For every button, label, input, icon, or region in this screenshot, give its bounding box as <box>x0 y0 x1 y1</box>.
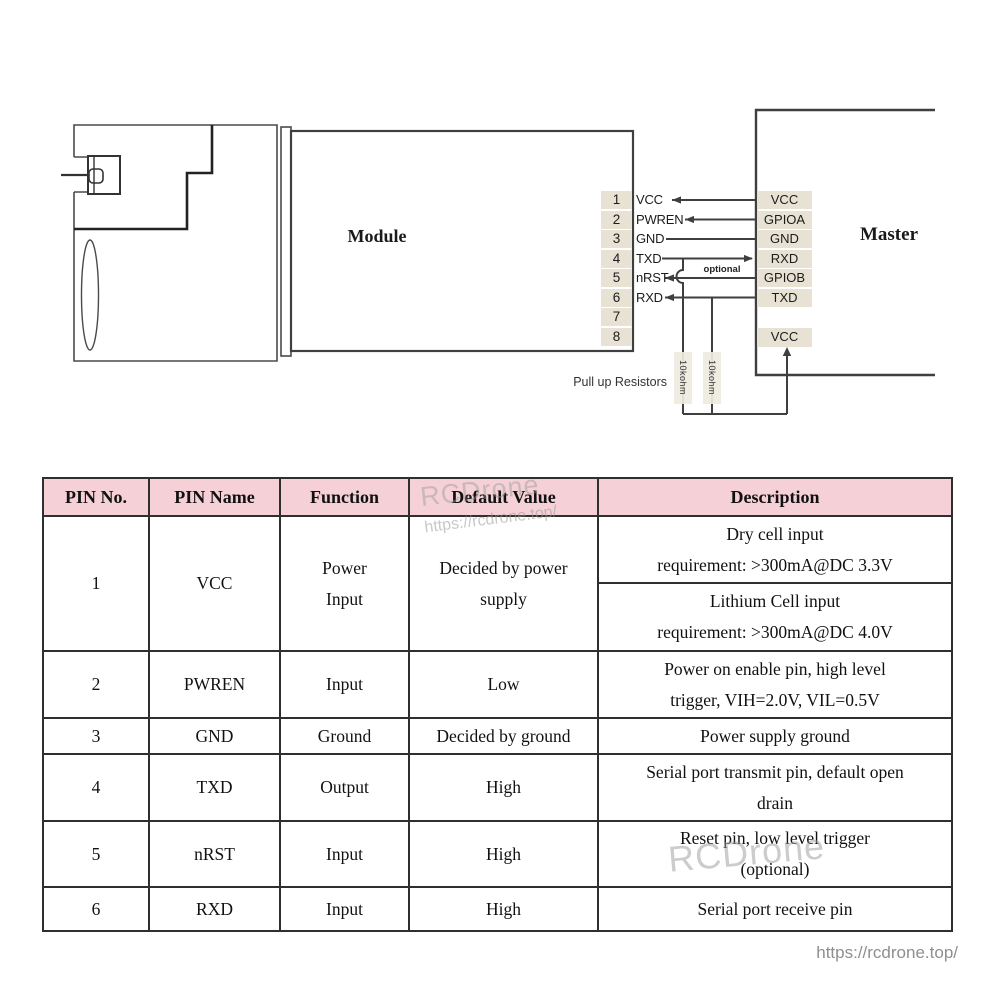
header-pin-name: PIN Name <box>148 477 281 517</box>
master-pin-gpioa: GPIOA <box>757 210 812 229</box>
cell-pin: 4 <box>42 753 150 822</box>
cell-pin: 2 <box>42 650 150 719</box>
optional-label: optional <box>703 264 741 275</box>
module-pin-name-gnd: GND <box>636 231 665 246</box>
plug-outline <box>87 155 121 195</box>
module-pin-number-8: 8 <box>601 327 632 346</box>
watermark-url-footer: https://rcdrone.top/ <box>816 943 958 962</box>
resistor-value-2: 10kohm <box>703 352 721 404</box>
cell-default: Decided by ground <box>408 717 599 755</box>
module-pin-name-txd: TXD <box>636 250 662 266</box>
cell-default: Decided by power supply <box>408 515 599 652</box>
module-label: Module <box>347 226 407 246</box>
cell-description: Serial port transmit pin, default open d… <box>597 753 953 822</box>
arrow-right-txd <box>744 254 753 263</box>
master-vcc-supply: VCC <box>757 327 812 347</box>
master-box <box>754 108 935 377</box>
header-function: Function <box>279 477 410 517</box>
plug-latch <box>88 168 104 184</box>
module-pin-number-7: 7 <box>601 308 632 326</box>
cell-default: High <box>408 753 599 822</box>
table-row: 6 RXD Input High Serial port receive pin <box>42 886 953 932</box>
module-pin-name-rxd: RXD <box>636 289 663 305</box>
table-row: 1 VCC Power Input Decided by power suppl… <box>42 515 953 652</box>
cell-name: nRST <box>148 820 281 888</box>
cell-default: Low <box>408 650 599 719</box>
arrow-up-vcc <box>782 347 792 356</box>
header-pin-no: PIN No. <box>42 477 150 517</box>
cell-name: TXD <box>148 753 281 822</box>
module-box <box>289 129 635 353</box>
arrow-left-nrst <box>665 274 674 282</box>
cell-pin: 3 <box>42 717 150 755</box>
module-pin-number-4: 4 <box>601 249 632 268</box>
table-row: Lithium Cell input requirement: >300mA@D… <box>43 582 953 652</box>
cell-function: Input <box>279 650 410 719</box>
module-pin-number-5: 5 <box>601 269 632 287</box>
cell-description: Power on enable pin, high level trigger,… <box>597 650 953 719</box>
arrow-left-rxd <box>665 293 674 302</box>
module-pin-name-vcc: VCC <box>636 192 663 207</box>
cell-function: Power Input <box>279 515 410 652</box>
cell-description: Dry cell input requirement: >300mA@DC 3.… <box>597 515 953 584</box>
pullup-resistors-label: Pull up Resistors <box>573 375 667 389</box>
module-pin-name-nrst: nRST <box>636 270 669 285</box>
table-row: 2 PWREN Input Low Power on enable pin, h… <box>42 650 953 719</box>
cell-pin: 6 <box>42 886 150 932</box>
cell-name: PWREN <box>148 650 281 719</box>
pullup-line-1 <box>675 258 684 414</box>
arrow-left-vcc <box>672 196 681 204</box>
master-pin-vcc: VCC <box>757 191 812 209</box>
sensor-body-outline <box>73 124 278 362</box>
sensor-notch <box>74 156 88 193</box>
resistor-value-1: 10kohm <box>674 352 692 404</box>
cell-name: RXD <box>148 886 281 932</box>
module-pin-number-2: 2 <box>601 210 632 229</box>
module-pin-number-6: 6 <box>601 288 632 307</box>
arrow-left-pwren <box>685 215 694 224</box>
table-row: 5 nRST Input High Reset pin, low level t… <box>42 820 953 888</box>
sensor-step-line <box>74 125 214 231</box>
cell-default: High <box>408 886 599 932</box>
master-pin-gpiob: GPIOB <box>757 269 812 287</box>
table-row: 3 GND Ground Decided by ground Power sup… <box>42 717 953 755</box>
table-header-row: PIN No. PIN Name Function Default Value … <box>42 477 953 517</box>
wiring-diagram <box>61 108 935 415</box>
cell-default: High <box>408 820 599 888</box>
table-row: 4 TXD Output High Serial port transmit p… <box>42 753 953 822</box>
lens-ellipse <box>80 239 100 351</box>
cell-description: Reset pin, low level trigger (optional) <box>597 820 953 888</box>
cell-description: Serial port receive pin <box>597 886 953 932</box>
master-pin-gnd: GND <box>757 230 812 248</box>
cell-function: Output <box>279 753 410 822</box>
module-pin-number-3: 3 <box>601 230 632 248</box>
cell-description: Lithium Cell input requirement: >300mA@D… <box>597 582 953 652</box>
cell-description: Power supply ground <box>597 717 953 755</box>
master-pin-txd: TXD <box>757 288 812 307</box>
cell-pin: 5 <box>42 820 150 888</box>
cell-function: Input <box>279 886 410 932</box>
cell-function: Ground <box>279 717 410 755</box>
master-pin-rxd: RXD <box>757 249 812 268</box>
header-default-value: Default Value <box>408 477 599 517</box>
master-label: Master <box>859 224 919 245</box>
module-pin-name-pwren: PWREN <box>636 211 684 227</box>
cell-function: Input <box>279 820 410 888</box>
cell-name: VCC <box>148 515 281 652</box>
module-pin-number-1: 1 <box>601 191 632 209</box>
sensor-module-connector <box>280 126 292 357</box>
header-description: Description <box>597 477 953 517</box>
pin-description-table: PIN No. PIN Name Function Default Value … <box>42 477 953 932</box>
cell-pin: 1 <box>42 515 150 652</box>
cell-name: GND <box>148 717 281 755</box>
